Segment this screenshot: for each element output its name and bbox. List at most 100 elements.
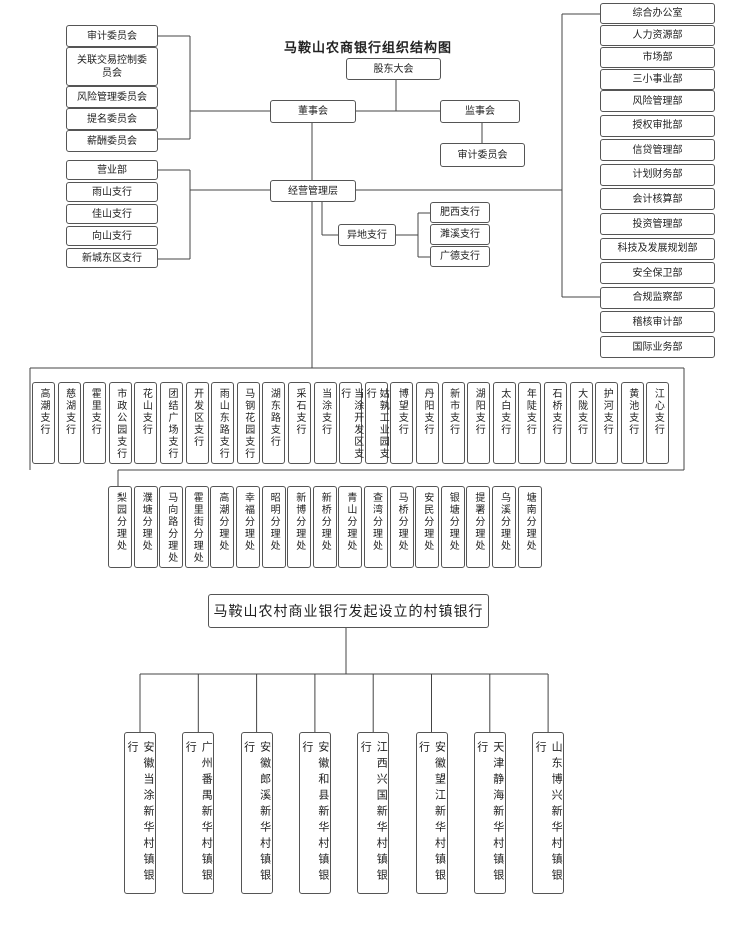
sub-branch-box-label: 博望支行 [396, 388, 408, 436]
department-box: 安全保卫部 [600, 262, 715, 285]
sub-branch-box-label: 石桥支行 [550, 388, 561, 436]
sub-office-box: 马桥分理处 [389, 486, 414, 568]
sub-office-box-label: 塘南分理处 [524, 492, 536, 552]
sub-office-box: 幸福分理处 [236, 486, 260, 568]
sub-office-box: 银塘分理处 [440, 486, 465, 568]
sub-branch-box-label: 高潮支行 [38, 388, 49, 436]
supervisory-box: 监事会 [440, 100, 520, 123]
sub-branch-box: 年陡支行 [518, 382, 542, 464]
sub-branch-box: 大陇支行 [569, 382, 593, 464]
village-bank-box-label: 安徽当涂新华村镇银行 [126, 741, 155, 885]
board-committee-box: 提名委员会 [66, 108, 158, 130]
department-box: 科技及发展规划部 [600, 237, 715, 260]
sub-branch-box: 护河支行 [595, 382, 619, 464]
sub-branch-box-label: 团结广场支行 [166, 388, 177, 460]
sub-branch-box: 姑孰工业园支行 [364, 382, 389, 464]
sub-branch-box-label: 当涂支行 [319, 388, 331, 436]
village-bank-box: 安徽望江新华村镇银行 [415, 732, 448, 894]
sub-office-box-label: 幸福分理处 [242, 492, 254, 552]
sub-branch-box-label: 采石支行 [294, 388, 305, 436]
sub-branch-box-label: 护河支行 [601, 388, 613, 436]
sub-office-box-label: 青山分理处 [344, 492, 356, 552]
remote-branch-item: 广德支行 [430, 246, 490, 267]
sub-branch-box-label: 当涂开发区支行 [338, 388, 363, 460]
sub-branch-box-label: 湖阳支行 [473, 388, 485, 436]
sub-office-box-label: 新博分理处 [293, 492, 305, 552]
village-bank-box: 安徽和县新华村镇银行 [298, 732, 331, 894]
board-committee-box: 关联交易控制委员会 [66, 47, 158, 86]
remote-branch-item: 肥西支行 [430, 202, 490, 223]
sub-branch-box: 当涂支行 [313, 382, 337, 464]
sub-office-box: 查湾分理处 [364, 486, 388, 568]
sub-branch-box-label: 市政公园支行 [114, 388, 126, 460]
board-committee-box: 薪酬委员会 [66, 130, 158, 152]
village-bank-box: 江西兴国新华村镇银行 [357, 732, 390, 894]
sub-branch-box: 丹阳支行 [416, 382, 439, 464]
sub-office-box-label: 梨园分理处 [114, 492, 126, 552]
sub-office-box-label: 银塘分理处 [447, 492, 459, 552]
sub-office-box-label: 安民分理处 [421, 492, 433, 552]
sub-office-box: 濮塘分理处 [133, 486, 158, 568]
supervisory-audit-committee-box: 审计委员会 [440, 143, 525, 167]
sub-branch-box-label: 新市支行 [447, 388, 459, 436]
sub-branch-box: 新市支行 [441, 382, 465, 464]
department-box: 国际业务部 [600, 336, 715, 358]
sub-branch-box: 花山支行 [134, 382, 158, 464]
village-bank-box-label: 天津静海新华村镇银行 [475, 741, 505, 885]
board-committee-box: 审计委员会 [66, 25, 158, 47]
sub-branch-box: 市政公园支行 [108, 382, 132, 464]
department-box: 投资管理部 [600, 213, 715, 235]
sub-branch-box: 湖阳支行 [467, 382, 491, 464]
sub-office-box-label: 霍里街分理处 [191, 492, 203, 564]
sub-branch-box: 博望支行 [390, 382, 414, 464]
village-bank-box-label: 广州番禺新华村镇银行 [184, 741, 214, 885]
village-bank-box-label: 安徽和县新华村镇银行 [300, 741, 330, 885]
sub-branch-box: 江心支行 [646, 382, 670, 464]
sub-branch-box: 开发区支行 [185, 382, 209, 464]
sub-branch-box: 团结广场支行 [160, 382, 183, 464]
local-unit-box: 营业部 [66, 160, 158, 180]
department-box: 信贷管理部 [600, 139, 715, 162]
village-bank-box: 天津静海新华村镇银行 [473, 732, 506, 894]
sub-office-box-label: 马桥分理处 [396, 492, 408, 552]
sub-office-box: 青山分理处 [338, 486, 363, 568]
sub-office-box: 塘南分理处 [517, 486, 542, 568]
sub-office-box: 提署分理处 [466, 486, 491, 568]
sub-branch-box: 高潮支行 [32, 382, 55, 464]
sub-branch-box-label: 丹阳支行 [422, 388, 433, 436]
sub-office-box: 乌溪分理处 [492, 486, 516, 568]
sub-office-box: 梨园分理处 [108, 486, 132, 568]
department-box: 稽核审计部 [600, 311, 715, 334]
sub-office-box: 高潮分理处 [210, 486, 235, 568]
sub-branch-box: 湖东路支行 [262, 382, 286, 464]
department-box: 三小事业部 [600, 69, 715, 90]
sub-branch-box: 黄池支行 [620, 382, 644, 464]
sub-office-box-label: 新桥分理处 [319, 492, 331, 552]
sub-branch-box-label: 慈湖支行 [63, 388, 75, 436]
department-box: 综合办公室 [600, 3, 715, 24]
sub-office-box: 昭明分理处 [261, 486, 286, 568]
sub-office-box-label: 查湾分理处 [370, 492, 382, 552]
village-bank-box-label: 山东博兴新华村镇银行 [534, 741, 564, 885]
sub-office-box: 马向路分理处 [159, 486, 184, 568]
department-box: 市场部 [600, 47, 715, 68]
department-box: 计划财务部 [600, 163, 715, 186]
sub-branch-box-label: 马钢花园支行 [242, 388, 254, 460]
sub-branch-box-label: 姑孰工业园支行 [364, 388, 389, 460]
village-bank-box-label: 安徽望江新华村镇银行 [417, 741, 447, 885]
sub-office-box-label: 乌溪分理处 [498, 492, 510, 552]
board-box: 董事会 [270, 100, 356, 123]
sub-branch-box-label: 湖东路支行 [268, 388, 280, 448]
sub-branch-box: 当涂开发区支行 [338, 382, 363, 464]
sub-office-box-label: 高潮分理处 [216, 492, 228, 552]
sub-branch-box-label: 年陡支行 [524, 388, 536, 436]
local-unit-box: 雨山支行 [66, 182, 158, 202]
sub-branch-box-label: 开发区支行 [191, 388, 203, 448]
sub-branch-box-label: 黄池支行 [626, 388, 638, 436]
remote-branch-box: 异地支行 [338, 224, 396, 246]
village-bank-box: 广州番禺新华村镇银行 [182, 732, 215, 894]
local-unit-box: 新城东区支行 [66, 248, 158, 268]
sub-branch-box-label: 江心支行 [652, 388, 664, 436]
chart-title: 马鞍山农商银行组织结构图 [284, 41, 453, 56]
